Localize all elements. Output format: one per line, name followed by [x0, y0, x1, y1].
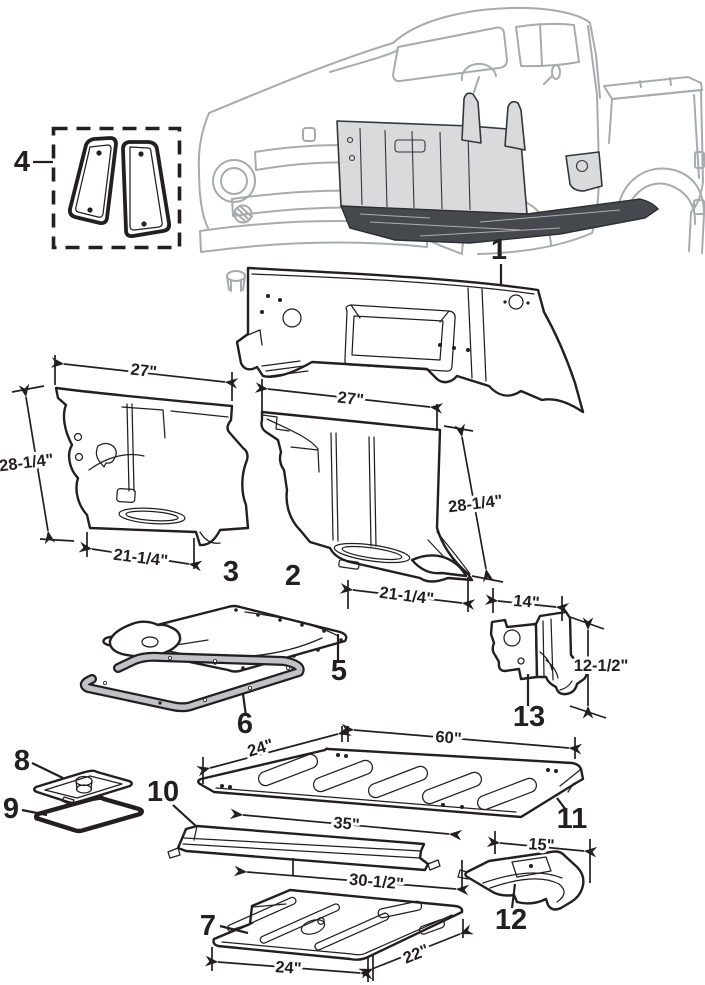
- callout-1: 1: [491, 234, 507, 266]
- dim-pan7-width-bottom: 24": [204, 947, 374, 982]
- part-3-floor-pan-left: 27" 28-1/4" 21-1/4" 3: [0, 355, 250, 588]
- callout-5: 5: [331, 655, 347, 687]
- dim-panel3-height-side: 28-1/4": [0, 383, 75, 545]
- part-12-floor-step: 15" 12: [457, 831, 598, 936]
- callout-9-leader: [21, 808, 48, 817]
- callout-9: 9: [3, 793, 19, 825]
- part-10-floor-sill: 35" 10: [147, 776, 463, 872]
- svg-text:60": 60": [435, 728, 463, 748]
- part-2-floor-pan-right: 27" 28-1/4" 21-1/4" 2: [254, 379, 507, 612]
- callout-13: 13: [513, 701, 545, 733]
- highlighted-floor-assembly: [336, 92, 660, 244]
- dim-panel3-width-bottom: 21-1/4": [78, 532, 203, 573]
- dim-panel2-width-top: 27": [254, 379, 444, 429]
- part-5-transmission-cover: 5: [102, 604, 348, 687]
- svg-text:28-1/4": 28-1/4": [0, 451, 55, 476]
- part-11-floor-board: 60" 24" 11: [196, 723, 588, 835]
- dim-support13-height: 12-1/2": [569, 616, 631, 719]
- callout-11: 11: [557, 803, 588, 835]
- part-6-cover-gasket: 6: [79, 651, 305, 740]
- dim-sill10-length: 35": [229, 808, 463, 841]
- callout-7-leader: [219, 924, 249, 935]
- svg-text:21-1/4": 21-1/4": [378, 584, 434, 609]
- callout-8: 8: [14, 745, 30, 777]
- svg-text:14": 14": [513, 592, 541, 612]
- callout-10-leader: [172, 804, 198, 828]
- callout-12: 12: [495, 904, 527, 936]
- part-9-access-cover-gasket: 9: [3, 793, 144, 834]
- callout-6: 6: [237, 708, 253, 740]
- callout-10: 10: [147, 776, 179, 808]
- svg-text:28-1/4": 28-1/4": [447, 492, 503, 517]
- truck-cab-illustration: [197, 6, 705, 292]
- callout-6-leader: [241, 693, 248, 717]
- part-1-cab-floor-riser-panel: 1: [235, 234, 585, 414]
- callout-11-leader: [556, 797, 567, 811]
- callout-8-leader: [31, 762, 64, 779]
- svg-text:30-1/2": 30-1/2": [348, 871, 404, 894]
- svg-text:15": 15": [528, 835, 555, 855]
- part-8-access-cover: 8: [14, 745, 133, 806]
- part-7-front-floor-pan: 30-1/2" 22" 24" 7: [200, 858, 474, 982]
- svg-text:21-1/4": 21-1/4": [112, 546, 168, 571]
- part-13-cab-floor-support: 14" 12-1/2" 13: [484, 588, 631, 733]
- svg-text:12-1/2": 12-1/2": [574, 657, 629, 675]
- callout-7: 7: [200, 910, 216, 942]
- svg-text:35": 35": [333, 814, 361, 834]
- svg-text:27": 27": [337, 389, 365, 410]
- svg-text:27": 27": [130, 361, 158, 382]
- svg-text:24": 24": [275, 958, 302, 978]
- dashed-kit-box: [51, 126, 182, 250]
- callout-2: 2: [285, 560, 301, 592]
- callout-12-leader: [510, 883, 517, 909]
- svg-text:22": 22": [401, 941, 432, 967]
- callout-4: 4: [14, 146, 30, 178]
- callout-3: 3: [223, 556, 239, 588]
- part-4-dash-panel-pads: 4: [14, 126, 182, 250]
- dim-panel2-width-bottom: 21-1/4": [339, 577, 476, 612]
